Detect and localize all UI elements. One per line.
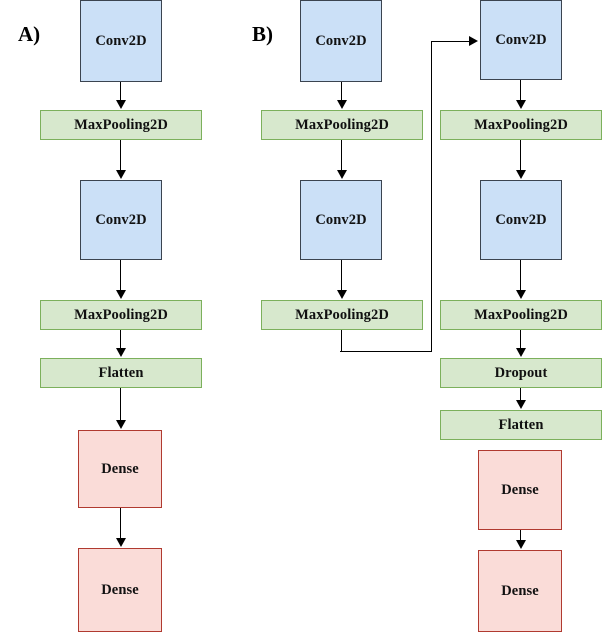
node-a-dense-1: Dense xyxy=(78,430,162,508)
arrowhead-b-right-4 xyxy=(516,348,526,357)
arrowhead-a-1 xyxy=(116,100,126,109)
node-b-left-conv2d-1: Conv2D xyxy=(300,0,382,82)
panel-label-b: B) xyxy=(252,22,273,46)
node-b-left-maxpooling2d-2: MaxPooling2D xyxy=(261,300,423,330)
arrowhead-a-5 xyxy=(116,420,126,429)
node-b-right-conv2d-1: Conv2D xyxy=(480,0,562,80)
arrowhead-a-6 xyxy=(116,538,126,547)
edge-b-right-4 xyxy=(520,330,521,349)
node-b-left-maxpooling2d-1: MaxPooling2D xyxy=(261,110,423,140)
edge-b-right-2 xyxy=(520,140,521,171)
edge-b-right-5 xyxy=(520,388,521,401)
arrowhead-b-right-2 xyxy=(516,170,526,179)
node-a-flatten: Flatten xyxy=(40,358,202,388)
edge-b-right-3 xyxy=(520,260,521,291)
arrowhead-b-right-1 xyxy=(516,100,526,109)
edge-b-right-6 xyxy=(520,530,521,542)
node-a-maxpooling2d-2: MaxPooling2D xyxy=(40,300,202,330)
edge-a-1 xyxy=(120,82,121,102)
node-b-right-dropout: Dropout xyxy=(440,358,602,388)
panel-label-a: A) xyxy=(18,22,41,46)
edge-b-left-2 xyxy=(341,140,342,171)
arrowhead-a-3 xyxy=(116,290,126,299)
node-b-right-maxpooling2d-2: MaxPooling2D xyxy=(440,300,602,330)
node-b-right-conv2d-2: Conv2D xyxy=(480,180,562,260)
node-b-right-flatten: Flatten xyxy=(440,410,602,440)
arrowhead-a-4 xyxy=(116,348,126,357)
node-a-dense-2: Dense xyxy=(78,548,162,632)
arrowhead-b-left-1 xyxy=(337,100,347,109)
edge-a-5 xyxy=(120,388,121,421)
edge-b-left-1 xyxy=(341,82,342,102)
arrowhead-b-right-3 xyxy=(516,290,526,299)
node-b-right-maxpooling2d-1: MaxPooling2D xyxy=(440,110,602,140)
edge-a-2 xyxy=(120,140,121,171)
arrowhead-b-right-5 xyxy=(516,400,526,409)
node-a-conv2d-1: Conv2D xyxy=(80,0,162,82)
arrowhead-b-skip xyxy=(469,36,478,46)
edge-b-skip-down xyxy=(341,330,342,352)
node-a-maxpooling2d-1: MaxPooling2D xyxy=(40,110,202,140)
arrowhead-b-left-2 xyxy=(337,170,347,179)
edge-b-skip-right xyxy=(340,351,432,352)
node-b-left-conv2d-2: Conv2D xyxy=(300,180,382,260)
edge-a-3 xyxy=(120,260,121,291)
edge-b-right-1 xyxy=(520,80,521,102)
node-b-right-dense-1: Dense xyxy=(478,450,562,530)
edge-b-skip-into-conv xyxy=(431,41,471,42)
node-a-conv2d-2: Conv2D xyxy=(80,180,162,260)
arrowhead-b-right-6 xyxy=(516,540,526,549)
edge-b-left-3 xyxy=(341,260,342,291)
node-b-right-dense-2: Dense xyxy=(478,550,562,632)
arrowhead-b-left-3 xyxy=(337,290,347,299)
arrowhead-a-2 xyxy=(116,170,126,179)
edge-a-4 xyxy=(120,330,121,349)
edge-b-skip-up xyxy=(431,41,432,352)
edge-a-6 xyxy=(120,508,121,539)
